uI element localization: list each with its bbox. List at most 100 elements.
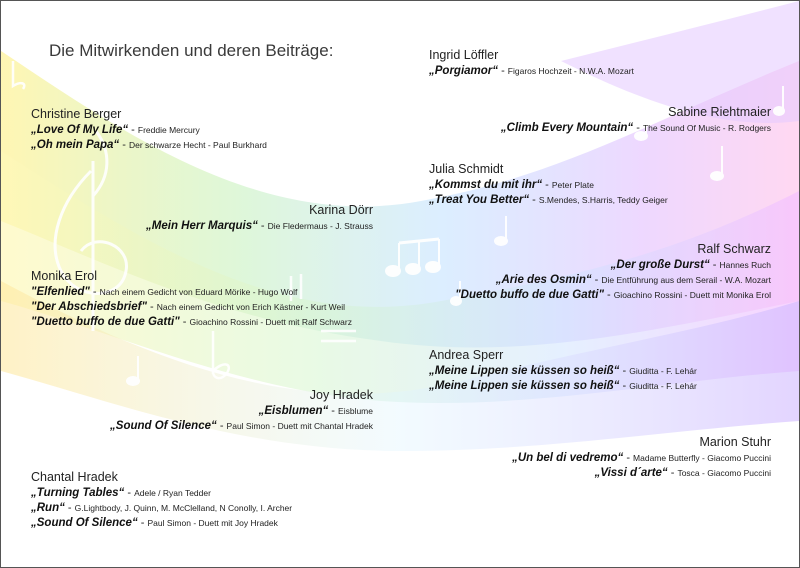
piece-credit: Nach einem Gedicht von Erich Kästner - K… bbox=[156, 302, 346, 312]
performer-name: Chantal Hradek bbox=[31, 470, 118, 484]
performer-ingrid-loeffler: Ingrid Löffler„Porgiamor“ - Figaros Hoch… bbox=[429, 48, 634, 78]
piece-title: „Love Of My Life“ bbox=[31, 124, 129, 136]
piece-credit: Tosca - Giacomo Puccini bbox=[677, 468, 771, 478]
piece-separator: - bbox=[498, 65, 508, 77]
piece-title: „Arie des Osmin“ bbox=[495, 274, 592, 286]
piece-title: „Turning Tables“ bbox=[31, 487, 125, 499]
piece-credit: Der schwarze Hecht - Paul Burkhard bbox=[128, 140, 267, 150]
performer-chantal-hradek: Chantal Hradek„Turning Tables“ - Adele /… bbox=[31, 470, 292, 530]
piece-line: „Mein Herr Marquis“ - Die Fledermaus - J… bbox=[146, 218, 373, 233]
performer-name: Monika Erol bbox=[31, 269, 97, 283]
piece-line: „Un bel di vedremo“ - Madame Butterfly -… bbox=[512, 450, 771, 465]
piece-line: „Turning Tables“ - Adele / Ryan Tedder bbox=[31, 485, 292, 500]
piece-title: „Der große Durst“ bbox=[610, 259, 710, 271]
piece-line: „Sound Of Silence“ - Paul Simon - Duett … bbox=[110, 418, 373, 433]
piece-title: "Elfenlied" bbox=[31, 286, 90, 298]
piece-line: "Duetto buffo de due Gatti" - Gioachino … bbox=[455, 287, 771, 302]
piece-line: „Run“ - G.Lightbody, J. Quinn, M. McClel… bbox=[31, 500, 292, 515]
piece-title: „Vissi d´arte“ bbox=[594, 467, 668, 479]
piece-separator: - bbox=[709, 259, 720, 271]
piece-separator: - bbox=[529, 194, 539, 206]
piece-credit: Eisblume bbox=[338, 406, 373, 416]
piece-credit: Giuditta - F. Lehár bbox=[629, 366, 697, 376]
piece-credit: Die Fledermaus - J. Strauss bbox=[267, 221, 373, 231]
piece-title: „Un bel di vedremo“ bbox=[512, 452, 624, 464]
performer-sabine-riehtmaier: Sabine Riehtmaier„Climb Every Mountain“ … bbox=[501, 105, 771, 135]
piece-title: "Der Abschiedsbrief" bbox=[31, 301, 147, 313]
piece-credit: G.Lightbody, J. Quinn, M. McClelland, N … bbox=[74, 503, 293, 513]
piece-separator: - bbox=[603, 289, 614, 301]
piece-line: "Duetto buffo de due Gatti" - Gioachino … bbox=[31, 314, 352, 329]
piece-title: „Eisblumen“ bbox=[258, 405, 329, 417]
piece-title: „Oh mein Papa“ bbox=[31, 139, 120, 151]
performer-name: Christine Berger bbox=[31, 107, 122, 121]
piece-title: „Treat You Better“ bbox=[429, 194, 530, 206]
piece-line: „Meine Lippen sie küssen so heiß“ - Giud… bbox=[429, 378, 697, 393]
piece-credit: Gioachino Rossini - Duett mit Monika Ero… bbox=[613, 290, 771, 300]
performer-monika-erol: Monika Erol"Elfenlied" - Nach einem Gedi… bbox=[31, 269, 352, 329]
piece-separator: - bbox=[619, 365, 630, 377]
piece-separator: - bbox=[119, 139, 129, 151]
piece-credit: Paul Simon - Duett mit Chantal Hradek bbox=[226, 421, 373, 431]
piece-line: „Porgiamor“ - Figaros Hochzeit - N.W.A. … bbox=[429, 63, 634, 78]
performer-marion-stuhr: Marion Stuhr„Un bel di vedremo“ - Madame… bbox=[512, 435, 771, 480]
piece-title: "Duetto buffo de due Gatti" bbox=[31, 316, 180, 328]
piece-credit: Adele / Ryan Tedder bbox=[134, 488, 211, 498]
piece-title: „Meine Lippen sie küssen so heiß“ bbox=[429, 365, 620, 377]
performer-julia-schmidt: Julia Schmidt„Kommst du mit ihr“ - Peter… bbox=[429, 162, 668, 207]
piece-separator: - bbox=[328, 405, 339, 417]
piece-separator: - bbox=[89, 286, 100, 298]
piece-separator: - bbox=[146, 301, 157, 313]
piece-separator: - bbox=[633, 122, 643, 134]
piece-credit: Figaros Hochzeit - N.W.A. Mozart bbox=[507, 66, 634, 76]
piece-credit: The Sound Of Music - R. Rodgers bbox=[642, 123, 771, 133]
piece-credit: Nach einem Gedicht von Eduard Mörike - H… bbox=[99, 287, 298, 297]
piece-separator: - bbox=[216, 420, 227, 432]
piece-title: „Climb Every Mountain“ bbox=[500, 122, 634, 134]
piece-line: „Vissi d´arte“ - Tosca - Giacomo Puccini bbox=[512, 465, 771, 480]
piece-credit: Gioachino Rossini - Duett mit Ralf Schwa… bbox=[189, 317, 352, 327]
performer-name: Karina Dörr bbox=[309, 203, 373, 217]
performer-name: Sabine Riehtmaier bbox=[668, 105, 771, 119]
performer-name: Julia Schmidt bbox=[429, 162, 504, 176]
piece-line: „Love Of My Life“ - Freddie Mercury bbox=[31, 122, 267, 137]
piece-line: „Kommst du mit ihr“ - Peter Plate bbox=[429, 177, 668, 192]
piece-separator: - bbox=[128, 124, 138, 136]
page-heading: Die Mitwirkenden und deren Beiträge: bbox=[49, 41, 334, 60]
piece-title: „Run“ bbox=[31, 502, 65, 514]
piece-credit: Die Entführung aus dem Serail - W.A. Moz… bbox=[601, 275, 771, 285]
piece-line: "Elfenlied" - Nach einem Gedicht von Edu… bbox=[31, 284, 352, 299]
piece-credit: Madame Butterfly - Giacomo Puccini bbox=[633, 453, 771, 463]
piece-separator: - bbox=[64, 502, 75, 514]
piece-credit: Freddie Mercury bbox=[137, 125, 200, 135]
piece-credit: Peter Plate bbox=[551, 180, 594, 190]
piece-line: „Der große Durst“ - Hannes Ruch bbox=[455, 257, 771, 272]
piece-title: „Meine Lippen sie küssen so heiß“ bbox=[429, 380, 620, 392]
piece-line: „Oh mein Papa“ - Der schwarze Hecht - Pa… bbox=[31, 137, 267, 152]
piece-line: „Climb Every Mountain“ - The Sound Of Mu… bbox=[501, 120, 771, 135]
piece-title: „Kommst du mit ihr“ bbox=[429, 179, 543, 191]
performer-karina-doerr: Karina Dörr„Mein Herr Marquis“ - Die Fle… bbox=[146, 203, 373, 233]
performer-joy-hradek: Joy Hradek„Eisblumen“ - Eisblume„Sound O… bbox=[110, 388, 373, 433]
piece-line: „Treat You Better“ - S.Mendes, S.Harris,… bbox=[429, 192, 668, 207]
piece-credit: Paul Simon - Duett mit Joy Hradek bbox=[147, 518, 278, 528]
piece-line: „Arie des Osmin“ - Die Entführung aus de… bbox=[455, 272, 771, 287]
piece-separator: - bbox=[542, 179, 552, 191]
piece-title: „Sound Of Silence“ bbox=[110, 420, 217, 432]
piece-title: „Mein Herr Marquis“ bbox=[146, 220, 258, 232]
piece-separator: - bbox=[124, 487, 135, 499]
piece-separator: - bbox=[257, 220, 268, 232]
piece-line: „Meine Lippen sie küssen so heiß“ - Giud… bbox=[429, 363, 697, 378]
piece-title: „Sound Of Silence“ bbox=[31, 517, 138, 529]
piece-line: „Eisblumen“ - Eisblume bbox=[110, 403, 373, 418]
piece-title: "Duetto buffo de due Gatti" bbox=[455, 289, 604, 301]
piece-credit: S.Mendes, S.Harris, Teddy Geiger bbox=[538, 195, 668, 205]
performer-name: Ralf Schwarz bbox=[697, 242, 771, 256]
performer-name: Marion Stuhr bbox=[699, 435, 771, 449]
performer-christine-berger: Christine Berger„Love Of My Life“ - Fred… bbox=[31, 107, 267, 152]
piece-separator: - bbox=[137, 517, 148, 529]
piece-separator: - bbox=[591, 274, 602, 286]
piece-credit: Hannes Ruch bbox=[719, 260, 771, 270]
piece-line: "Der Abschiedsbrief" - Nach einem Gedich… bbox=[31, 299, 352, 314]
